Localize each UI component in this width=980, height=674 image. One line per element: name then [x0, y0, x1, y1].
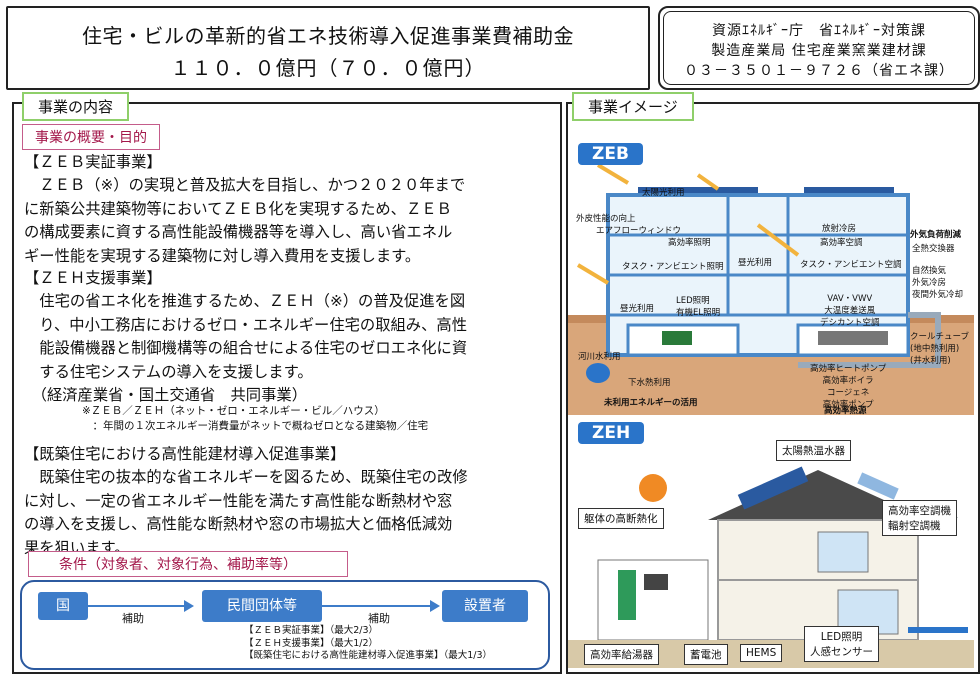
zeb-label-load-items: 全熱交換器 自然換気 外気冷房 夜間外気冷却 [912, 244, 964, 300]
battery-unit [644, 574, 668, 590]
zeb-label-load: 外気負荷削減 [910, 230, 962, 240]
solar-water-heater-panel [857, 472, 899, 500]
zeb-label-facade: 外皮性能の向上 [576, 214, 636, 224]
zeb-label-sewage: 下水熱利用 [628, 378, 671, 388]
overview-tab: 事業の概要・目的 [22, 124, 160, 150]
zeb-body: ＺＥＢ（※）の実現と普及拡大を目指し、かつ２０２０年まで に新築公共建築物等にお… [24, 176, 466, 265]
zeh-label-led: LED照明 人感センサー [804, 626, 879, 662]
section-tab-image: 事業イメージ [572, 92, 694, 121]
heat-source [662, 331, 692, 345]
zeh-body: 住宅の省エネ化を推進するため、ＺＥＨ（※）の普及促進を図 り、中小工務店における… [39, 292, 468, 404]
zeb-label-ac: 高効率空調 [820, 238, 863, 248]
zeb-label-pumps: 高効率ヒートポンプ 高効率ボイラ コージェネ 高効率ポンプ [810, 364, 887, 410]
river-water [586, 363, 610, 383]
flow-arrow-1-label: 補助 [122, 612, 144, 625]
conditions-tab: 条件（対象者、対象行為、補助率等） [28, 551, 348, 577]
right-panel [566, 102, 980, 674]
zeb-label-lighting: 高効率照明 [668, 238, 711, 248]
sun-ray [756, 223, 800, 257]
zeb-label-daylight: 昼光利用 [738, 258, 773, 268]
contact-phone: ０３－３５０１－９７２６（省エネ課） [684, 63, 954, 79]
page-title: 住宅・ビルの革新的省エネ技術導入促進事業費補助金 [82, 24, 574, 48]
zeb-label-airflow: エアフローウィンドウ [596, 226, 682, 236]
zeb-label-daylight-2: 昼光利用 [620, 304, 655, 314]
zeh-house-illustration [568, 466, 974, 668]
zeh-label-battery: 蓄電池 [684, 644, 728, 665]
zeb-label-unused: 未利用エネルギーの活用 [604, 398, 698, 408]
sun-ray [596, 165, 630, 185]
sun-ray [696, 173, 720, 191]
solar-panels [804, 187, 894, 193]
contact-inner: 資源ｴﾈﾙｷﾞｰ庁 省ｴﾈﾙｷﾞｰ対策課 製造産業局 住宅産業窯業建材課 ０３－… [663, 11, 975, 85]
subsidy-rates: 【ＺＥＢ実証事業】（最大2/3） 【ＺＥＨ支援事業】（最大1/2） 【既築住宅に… [244, 625, 493, 661]
title-box: 住宅・ビルの革新的省エネ技術導入促進事業費補助金 １１０．０億円（７０．０億円） [6, 6, 650, 90]
zeb-label-vav: VAV・VWV 大温度差送風 デシカント空調 [820, 294, 880, 328]
sun-ray [576, 263, 610, 285]
zeb-label-transport: 高効率熱源 [824, 406, 867, 416]
zeh-label-solar-water: 太陽熱温水器 [776, 440, 851, 461]
water-heater-unit [618, 570, 636, 620]
contact-box: 資源ｴﾈﾙｷﾞｰ庁 省ｴﾈﾙｷﾞｰ対策課 製造産業局 住宅産業窯業建材課 ０３－… [658, 6, 980, 90]
zeb-label-task-ac: タスク・アンビエント空調 [800, 260, 902, 270]
zeh-heading: 【ＺＥＨ支援事業】 [24, 269, 162, 287]
zeh-label-hems: HEMS [740, 644, 783, 662]
zeh-label-water-heater: 高効率給湯器 [584, 644, 659, 665]
zeh-header: ZEH [578, 422, 645, 444]
zeb-building-illustration [568, 165, 974, 415]
solar-panel [737, 466, 809, 510]
subsidy-flow-box [20, 580, 550, 670]
zeb-heading: 【ＺＥＢ実証事業】 [24, 153, 162, 171]
zeb-label-cooltube: クールチューブ (地中熱利用) (井水利用) [910, 332, 969, 366]
flow-node-private-org: 民間団体等 [202, 590, 322, 622]
flow-node-government: 国 [38, 592, 88, 620]
zeb-label-led: LED照明 有機EL照明 [676, 296, 721, 318]
contact-agency: 資源ｴﾈﾙｷﾞｰ庁 省ｴﾈﾙｷﾞｰ対策課 [712, 23, 926, 39]
zeb-label-radiant: 放射冷房 [822, 224, 857, 234]
section-tab-content: 事業の内容 [22, 92, 130, 121]
annex [597, 559, 709, 641]
flow-arrow-1-head [184, 600, 194, 612]
flow-arrow-2-label: 補助 [368, 612, 390, 625]
zeb-zeh-note: ※ＺＥＢ／ＺＥＨ（ネット・ゼロ・エネルギー・ビル／ハウス） ：年間の１次エネルギ… [82, 405, 429, 432]
window [817, 531, 869, 573]
cool-tube [798, 312, 941, 368]
flow-node-installer: 設置者 [442, 590, 528, 622]
flow-arrow-1 [88, 605, 184, 607]
left-panel [12, 102, 562, 674]
solar-panels [638, 187, 758, 193]
zeh-label-insulation: 躯体の高断熱化 [578, 508, 664, 529]
zeb-label-task: タスク・アンビエント照明 [622, 262, 724, 272]
existing-body: 既築住宅の抜本的な省エネルギーを図るため、既築住宅の改修 に対し、一定の省エネル… [24, 468, 468, 557]
heat-pump-equipment [818, 331, 888, 345]
zeh-label-hvac: 高効率空調機 輻射空調機 [882, 500, 957, 536]
sun [639, 474, 667, 502]
zeb-header: ZEB [578, 143, 643, 165]
flow-arrow-2 [322, 605, 430, 607]
budget-amount: １１０．０億円（７０．０億円） [170, 56, 486, 80]
contact-bureau: 製造産業局 住宅産業窯業建材課 [711, 43, 927, 59]
house-roof [708, 470, 928, 520]
zeb-label-river: 河川水利用 [578, 352, 621, 362]
existing-heading: 【既築住宅における高性能建材導入促進事業】 [24, 445, 346, 463]
zeb-label-solar: 太陽光利用 [642, 188, 685, 198]
flow-arrow-2-head [430, 600, 440, 612]
